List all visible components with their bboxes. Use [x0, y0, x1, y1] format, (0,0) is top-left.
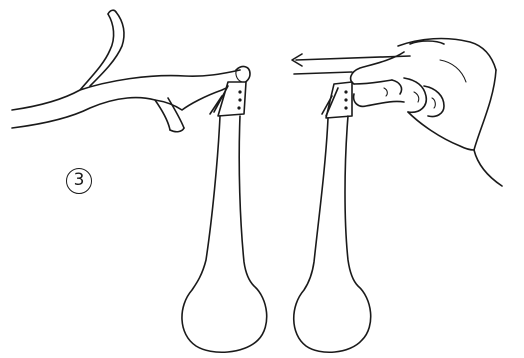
hand-icon [351, 39, 502, 186]
step-number-badge: 3 [66, 168, 92, 194]
gourd-ornament-left-icon [182, 68, 267, 352]
gourd-ornament-right-icon [294, 82, 371, 352]
tree-branch-icon [12, 10, 250, 131]
